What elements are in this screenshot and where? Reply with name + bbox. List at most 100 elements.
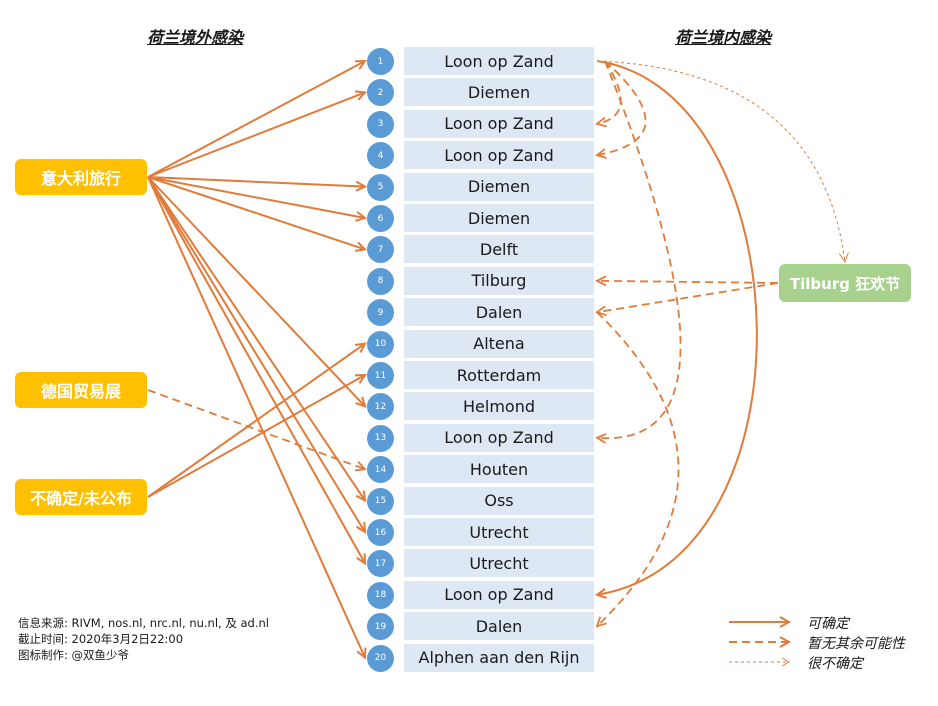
case-city: Utrecht xyxy=(404,518,594,546)
case-number-badge: 15 xyxy=(367,487,394,515)
source-info: 信息来源: RIVM, nos.nl, nrc.nl, nu.nl, 及 ad.… xyxy=(18,615,269,663)
case-number-badge: 14 xyxy=(367,456,394,484)
legend-uncertain-label: 很不确定 xyxy=(807,656,863,672)
legend-probable: 暂无其余可能性 xyxy=(727,632,927,652)
arrow-italy-to-case xyxy=(147,176,366,564)
legend-dashed-arrow-icon xyxy=(729,636,792,648)
case-number-badge: 16 xyxy=(367,519,394,546)
arrow-italy-to-case xyxy=(147,176,366,659)
legend: 可确定 暂无其余可能性 很不确定 xyxy=(727,612,927,672)
legend-probable-label: 暂无其余可能性 xyxy=(807,636,905,652)
case-city: Loon op Zand xyxy=(404,423,594,452)
arrow-italy-to-case-head xyxy=(354,59,367,70)
case-number-badge: 11 xyxy=(367,362,394,389)
arrow-italy-to-case xyxy=(147,60,366,178)
arrow-case1-to-case xyxy=(596,60,622,125)
arrow-case1-to-carnival-head xyxy=(838,252,849,264)
case-city: Utrecht xyxy=(404,549,594,578)
case-number-badge: 10 xyxy=(367,330,394,358)
case-city: Houten xyxy=(404,455,594,484)
arrow-unknown-to-case xyxy=(147,374,366,498)
info-cutoff: 截止时间: 2020年3月2日22:00 xyxy=(18,632,184,646)
case-city: Dalen xyxy=(404,612,594,641)
arrow-italy-to-case-head xyxy=(354,241,368,252)
case-city: Delft xyxy=(404,235,594,264)
arrow-case1-to-case-head xyxy=(595,116,607,128)
arrow-italy-to-case xyxy=(147,176,366,533)
arrow-unknown-to-case xyxy=(147,342,366,498)
arrow-italy-to-case-head xyxy=(355,396,367,409)
legend-uncertain: 很不确定 xyxy=(727,652,927,672)
arrow-germany-to-case xyxy=(147,389,366,471)
arrow-italy-to-case-head xyxy=(355,521,367,534)
case-number-badge: 18 xyxy=(367,581,394,609)
source-germany-trade-fair: 德国贸易展 xyxy=(15,372,147,408)
case-city: Altena xyxy=(404,329,594,358)
case-number-badge: 19 xyxy=(367,613,394,641)
case-number-badge: 17 xyxy=(367,550,394,578)
case-city: Loon op Zand xyxy=(404,141,594,170)
arrow-case1-to-case xyxy=(596,60,647,157)
arrow-case1-to-case-head xyxy=(595,148,607,159)
case-city: Diemen xyxy=(404,78,594,107)
case-number-badge: 13 xyxy=(367,424,394,452)
arrow-case1-to-case xyxy=(596,60,682,440)
case-city: Alphen aan den Rijn xyxy=(404,643,594,672)
case-number-badge: 7 xyxy=(367,236,394,264)
legend-certain-label: 可确定 xyxy=(807,616,849,632)
header-external: 荷兰境外感染 xyxy=(147,28,244,47)
arrow-italy-to-case-head xyxy=(355,490,367,503)
case-city: Diemen xyxy=(404,172,594,201)
arrow-italy-to-case xyxy=(147,176,366,502)
arrow-case1-to-case xyxy=(596,60,758,596)
case-number-badge: 2 xyxy=(367,79,394,107)
case-number-badge: 9 xyxy=(367,299,394,327)
source-italy-trip: 意大利旅行 xyxy=(15,159,147,195)
arrow-case1-to-case-head xyxy=(594,588,607,599)
case-city: Tilburg xyxy=(404,266,594,295)
arrow-italy-to-case-head xyxy=(354,90,368,101)
arrow-italy-to-case-head xyxy=(356,553,367,566)
case-number-badge: 3 xyxy=(367,110,394,138)
case-city: Helmond xyxy=(404,392,594,421)
case-number-badge: 4 xyxy=(367,142,394,170)
arrow-case1-to-case-head xyxy=(595,433,607,444)
arrow-italy-to-case xyxy=(147,91,366,178)
arrow-italy-to-case xyxy=(147,176,366,188)
case-city: Dalen xyxy=(404,298,594,327)
arrow-italy-to-case xyxy=(147,176,366,219)
arrow-italy-to-case-head xyxy=(355,180,368,192)
case-city: Rotterdam xyxy=(404,361,594,389)
legend-solid-arrow-icon xyxy=(729,616,792,628)
arrow-unknown-to-case-head xyxy=(354,342,367,353)
case-number-badge: 1 xyxy=(367,48,394,75)
case-city: Diemen xyxy=(404,204,594,232)
info-author: 图标制作: @双鱼少爷 xyxy=(18,648,130,662)
arrow-unknown-to-case-head xyxy=(354,373,367,384)
case-number-badge: 6 xyxy=(367,205,394,232)
source-tilburg-carnival: Tilburg 狂欢节 xyxy=(779,264,911,302)
case-city: Loon op Zand xyxy=(404,109,594,138)
arrow-italy-to-case-head xyxy=(356,647,367,660)
case-city: Loon op Zand xyxy=(404,580,594,609)
legend-certain: 可确定 xyxy=(727,612,927,632)
case-city: Oss xyxy=(404,486,594,515)
arrow-carnival-to-case xyxy=(596,279,779,284)
case-number-badge: 20 xyxy=(367,644,394,672)
arrow-italy-to-case xyxy=(147,176,366,251)
header-internal: 荷兰境内感染 xyxy=(675,28,772,47)
arrow-case9-to-case xyxy=(596,311,680,627)
arrow-carnival-to-case-head xyxy=(595,275,607,287)
case-city: Loon op Zand xyxy=(404,47,594,75)
arrow-case9-to-case-head xyxy=(595,616,607,628)
info-sources: 信息来源: RIVM, nos.nl, nrc.nl, nu.nl, 及 ad.… xyxy=(18,616,269,630)
case-number-badge: 5 xyxy=(367,173,394,201)
case-number-badge: 12 xyxy=(367,393,394,421)
legend-dotted-arrow-icon xyxy=(729,657,791,667)
case-number-badge: 8 xyxy=(367,267,394,295)
arrow-case1-to-carnival xyxy=(596,60,846,263)
arrow-italy-to-case-head xyxy=(355,211,368,222)
arrow-carnival-to-case xyxy=(596,282,779,314)
arrow-germany-to-case-head xyxy=(354,461,367,472)
